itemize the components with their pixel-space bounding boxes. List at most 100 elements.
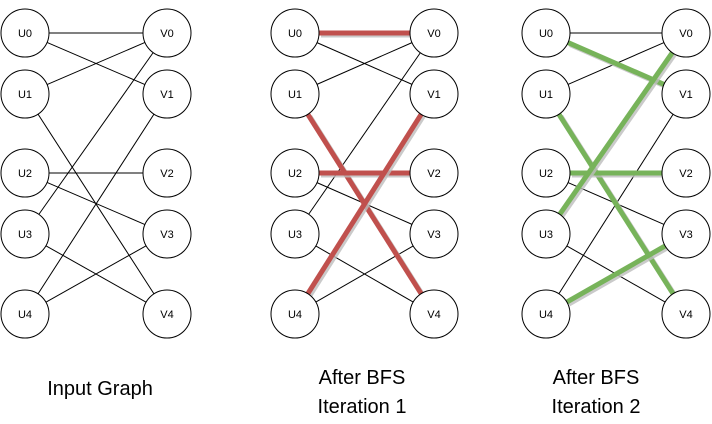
- node-u0: U0: [521, 8, 571, 58]
- edges: [305, 30, 426, 303]
- node-label: V3: [160, 229, 173, 241]
- node-circle: [521, 69, 571, 119]
- node-label: V2: [160, 168, 173, 180]
- node-label: U4: [288, 309, 302, 321]
- node-label: U2: [539, 168, 553, 180]
- node-u1: U1: [270, 69, 320, 119]
- node-u4: U4: [521, 289, 571, 339]
- matched-edge-shadow-u4-v3: [567, 245, 669, 307]
- node-circle: [270, 289, 320, 339]
- node-u4: U4: [0, 289, 50, 339]
- node-u1: U1: [521, 69, 571, 119]
- node-circle: [661, 209, 711, 259]
- node-circle: [0, 148, 50, 198]
- node-label: U2: [288, 168, 302, 180]
- node-label: V0: [160, 28, 173, 40]
- node-circle: [409, 69, 459, 119]
- matched-edge-u1-v4: [556, 112, 676, 296]
- node-v3: V3: [661, 209, 711, 259]
- node-label: V1: [427, 89, 440, 101]
- node-circle: [521, 209, 571, 259]
- node-v3: V3: [409, 209, 459, 259]
- node-label: U3: [288, 229, 302, 241]
- node-label: V4: [679, 309, 692, 321]
- node-u3: U3: [0, 209, 50, 259]
- node-v0: V0: [661, 8, 711, 58]
- node-label: V2: [679, 168, 692, 180]
- node-u3: U3: [270, 209, 320, 259]
- node-circle: [0, 8, 50, 58]
- edge-u3-v0: [38, 52, 154, 215]
- node-u4: U4: [270, 289, 320, 339]
- node-circle: [0, 69, 50, 119]
- node-circle: [409, 209, 459, 259]
- node-circle: [142, 148, 192, 198]
- edges: [37, 32, 155, 303]
- matched-edge-shadow-u3-v0: [559, 53, 677, 218]
- node-v1: V1: [409, 69, 459, 119]
- edge-u4-v3: [45, 245, 147, 303]
- node-u0: U0: [0, 8, 50, 58]
- node-circle: [521, 8, 571, 58]
- edge-u3-v0: [308, 52, 421, 215]
- node-circle: [270, 69, 320, 119]
- node-v2: V2: [409, 148, 459, 198]
- node-v2: V2: [661, 148, 711, 198]
- node-circle: [521, 289, 571, 339]
- panel-caption: After BFS: [319, 367, 406, 389]
- node-label: V3: [679, 229, 692, 241]
- node-circle: [142, 8, 192, 58]
- node-v1: V1: [661, 69, 711, 119]
- node-circle: [409, 148, 459, 198]
- node-u3: U3: [521, 209, 571, 259]
- edges: [556, 32, 678, 307]
- node-label: U2: [18, 168, 32, 180]
- node-v0: V0: [142, 8, 192, 58]
- node-circle: [0, 209, 50, 259]
- node-label: V1: [160, 89, 173, 101]
- node-label: U0: [288, 28, 302, 40]
- node-v2: V2: [142, 148, 192, 198]
- node-label: V0: [679, 28, 692, 40]
- panel-caption: Iteration 1: [318, 396, 407, 418]
- node-u2: U2: [0, 148, 50, 198]
- node-label: U3: [539, 229, 553, 241]
- panel-caption: Input Graph: [47, 378, 153, 400]
- node-v3: V3: [142, 209, 192, 259]
- node-label: U3: [18, 229, 32, 241]
- edge-u1-v0: [46, 42, 146, 85]
- edge-u4-v1: [37, 113, 155, 295]
- node-u2: U2: [521, 148, 571, 198]
- node-circle: [142, 289, 192, 339]
- node-label: U1: [18, 89, 32, 101]
- node-v4: V4: [142, 289, 192, 339]
- node-label: V4: [160, 309, 173, 321]
- node-circle: [661, 69, 711, 119]
- node-label: V3: [427, 229, 440, 241]
- node-label: V0: [427, 28, 440, 40]
- node-circle: [142, 209, 192, 259]
- node-label: U0: [539, 28, 553, 40]
- node-u2: U2: [270, 148, 320, 198]
- node-circle: [409, 289, 459, 339]
- matched-edge-shadow-u4-v1: [307, 114, 426, 298]
- node-label: U4: [539, 309, 553, 321]
- node-label: V2: [427, 168, 440, 180]
- node-circle: [270, 8, 320, 58]
- panel-caption: After BFS: [553, 367, 640, 389]
- node-label: V4: [427, 309, 440, 321]
- node-circle: [270, 209, 320, 259]
- node-v1: V1: [142, 69, 192, 119]
- node-label: U0: [18, 28, 32, 40]
- node-v4: V4: [409, 289, 459, 339]
- matched-edge-u4-v1: [305, 112, 424, 296]
- node-v4: V4: [661, 289, 711, 339]
- node-circle: [409, 8, 459, 58]
- node-label: U1: [539, 89, 553, 101]
- node-label: U1: [288, 89, 302, 101]
- node-circle: [661, 148, 711, 198]
